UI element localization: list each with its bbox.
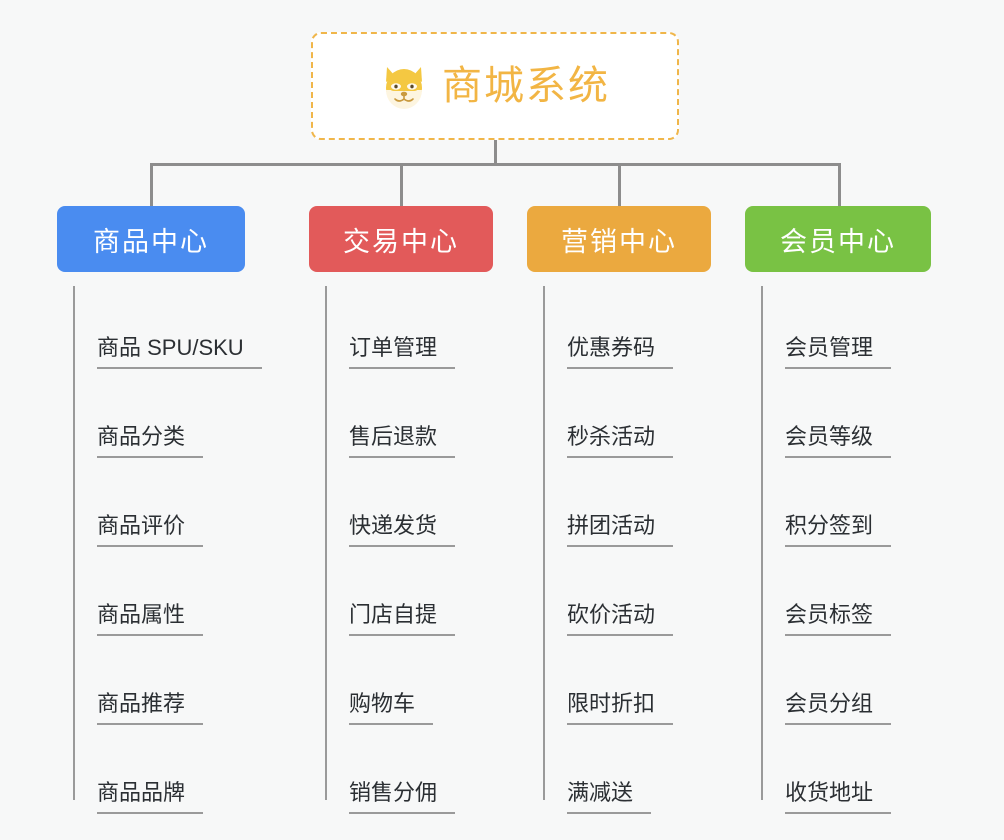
leaf-label: 门店自提 [349, 604, 456, 636]
leaf-label: 快递发货 [349, 515, 456, 547]
leaf-label: 收货地址 [785, 782, 892, 814]
drop-connector-4 [838, 163, 841, 208]
list-item[interactable]: 商品推荐 [73, 642, 262, 731]
leaf-label: 商品分类 [97, 426, 204, 458]
list-item[interactable]: 收货地址 [761, 731, 892, 820]
leaf-label: 商品评价 [97, 515, 204, 547]
category-title: 商品中心 [93, 226, 209, 257]
leaf-column-3: 优惠券码 秒杀活动 拼团活动 砍价活动 限时折扣 满减送 [543, 286, 674, 820]
leaf-column-2: 订单管理 售后退款 快递发货 门店自提 购物车 销售分佣 [325, 286, 456, 820]
leaf-column-1: 商品 SPU/SKU 商品分类 商品评价 商品属性 商品推荐 商品品牌 [73, 286, 262, 820]
list-item[interactable]: 满减送 [543, 731, 673, 820]
list-item[interactable]: 快递发货 [325, 464, 456, 553]
list-item[interactable]: 商品 SPU/SKU [73, 286, 262, 375]
leaf-label: 销售分佣 [349, 782, 456, 814]
list-item[interactable]: 商品品牌 [73, 731, 262, 820]
list-item[interactable]: 优惠券码 [543, 286, 674, 375]
category-header-3[interactable]: 营销中心 [527, 206, 711, 272]
list-item[interactable]: 销售分佣 [325, 731, 456, 820]
leaf-label: 限时折扣 [567, 693, 674, 725]
list-item[interactable]: 砍价活动 [543, 553, 674, 642]
leaf-label: 秒杀活动 [567, 426, 674, 458]
leaf-label: 商品推荐 [97, 693, 204, 725]
leaf-label: 会员分组 [785, 693, 892, 725]
list-item[interactable]: 商品属性 [73, 553, 262, 642]
leaf-label: 会员管理 [785, 337, 892, 369]
list-item[interactable]: 会员标签 [761, 553, 892, 642]
list-item[interactable]: 售后退款 [325, 375, 456, 464]
leaf-label: 购物车 [349, 693, 434, 725]
category-header-1[interactable]: 商品中心 [57, 206, 245, 272]
leaf-label: 会员等级 [785, 426, 892, 458]
list-item[interactable]: 限时折扣 [543, 642, 674, 731]
list-item[interactable]: 秒杀活动 [543, 375, 674, 464]
list-item[interactable]: 购物车 [325, 642, 455, 731]
shiba-dog-face-icon [380, 63, 428, 109]
column-trunk-line [761, 286, 763, 800]
list-item[interactable]: 门店自提 [325, 553, 456, 642]
drop-connector-1 [150, 163, 153, 208]
leaf-column-4: 会员管理 会员等级 积分签到 会员标签 会员分组 收货地址 [761, 286, 892, 820]
leaf-label: 满减送 [567, 782, 652, 814]
leaf-label: 拼团活动 [567, 515, 674, 547]
leaf-label: 商品品牌 [97, 782, 204, 814]
leaf-label: 积分签到 [785, 515, 892, 547]
list-item[interactable]: 拼团活动 [543, 464, 674, 553]
leaf-label: 会员标签 [785, 604, 892, 636]
category-title: 交易中心 [343, 226, 459, 257]
drop-connector-2 [400, 163, 403, 208]
list-item[interactable]: 订单管理 [325, 286, 456, 375]
list-item[interactable]: 会员等级 [761, 375, 892, 464]
column-trunk-line [73, 286, 75, 800]
leaf-label: 售后退款 [349, 426, 456, 458]
leaf-label: 砍价活动 [567, 604, 674, 636]
root-node[interactable]: 商城系统 [311, 32, 679, 140]
leaf-label: 订单管理 [349, 337, 456, 369]
list-item[interactable]: 商品评价 [73, 464, 262, 553]
category-title: 营销中心 [561, 226, 677, 257]
drop-connector-3 [618, 163, 621, 208]
horizontal-bus-connector [150, 163, 840, 166]
list-item[interactable]: 会员分组 [761, 642, 892, 731]
category-title: 会员中心 [780, 226, 896, 257]
leaf-label: 优惠券码 [567, 337, 674, 369]
root-title: 商城系统 [442, 64, 610, 108]
list-item[interactable]: 积分签到 [761, 464, 892, 553]
leaf-label: 商品属性 [97, 604, 204, 636]
category-header-2[interactable]: 交易中心 [309, 206, 493, 272]
root-stem-connector [494, 140, 497, 165]
column-trunk-line [543, 286, 545, 800]
category-header-4[interactable]: 会员中心 [745, 206, 931, 272]
list-item[interactable]: 商品分类 [73, 375, 262, 464]
leaf-label: 商品 SPU/SKU [97, 337, 262, 369]
list-item[interactable]: 会员管理 [761, 286, 892, 375]
column-trunk-line [325, 286, 327, 800]
